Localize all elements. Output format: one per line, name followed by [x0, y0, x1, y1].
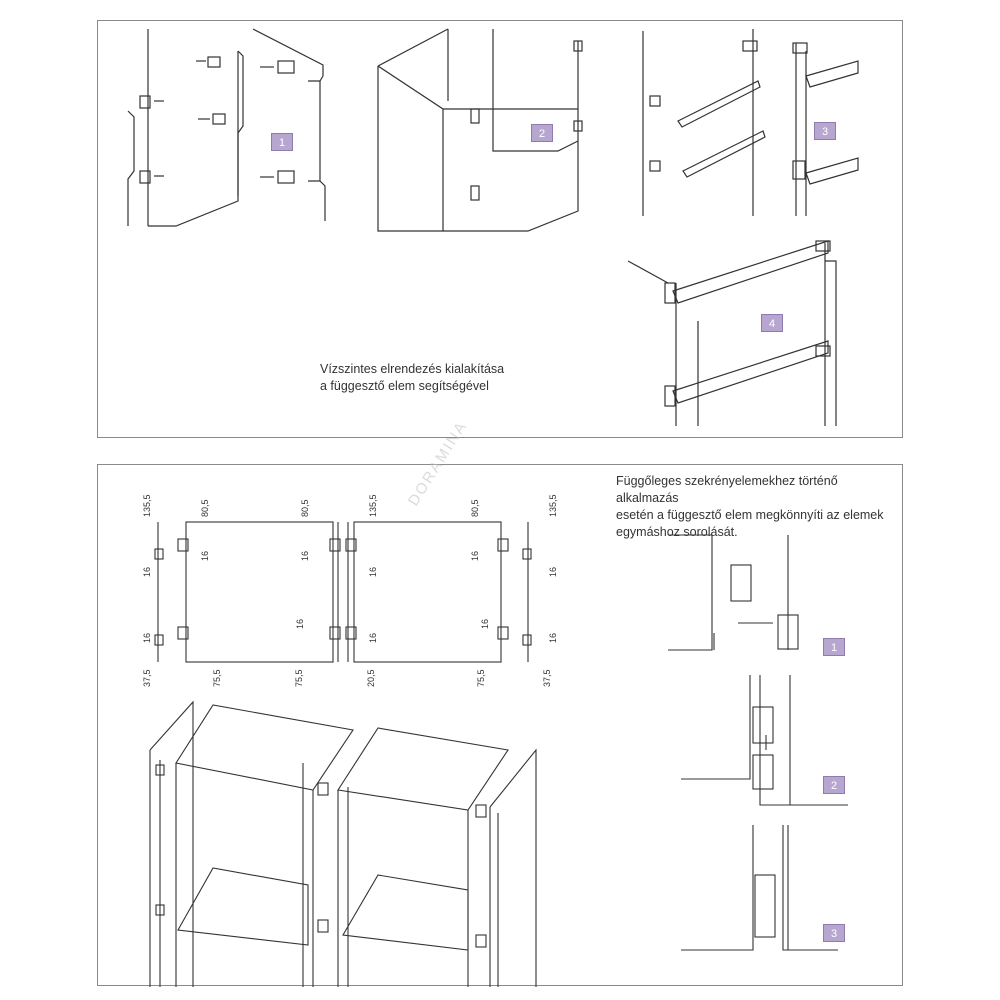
horizontal-caption: Vízszintes elrendezés kialakítása a függ… — [320, 361, 504, 395]
dim-label: 135,5 — [368, 494, 378, 517]
dim-label: 16 — [142, 567, 152, 577]
tall-cabinets-drawing — [149, 700, 537, 987]
dim-label: 75,5 — [476, 669, 486, 687]
step2-drawing — [377, 28, 583, 232]
dim-label: 16 — [470, 551, 480, 561]
horizontal-assembly-drawings — [127, 28, 859, 426]
note-line-1: Függőleges szekrényelemekhez történő alk… — [616, 474, 838, 505]
dim-label: 16 — [295, 619, 305, 629]
dim-label: 75,5 — [212, 669, 222, 687]
dim-label: 16 — [548, 567, 558, 577]
caption-line-1: Vízszintes elrendezés kialakítása — [320, 362, 505, 376]
vertical-step-badge-3: 3 — [823, 924, 845, 942]
dim-label: 16 — [142, 633, 152, 643]
dim-label: 20,5 — [366, 669, 376, 687]
dim-label: 135,5 — [142, 494, 152, 517]
dim-label: 16 — [368, 633, 378, 643]
vertical-step-badge-1: 1 — [823, 638, 845, 656]
vertical-note: Függőleges szekrényelemekhez történő alk… — [616, 473, 902, 541]
dimension-labels: 135,5 80,5 80,5 135,5 80,5 135,5 16 16 1… — [142, 494, 558, 687]
caption-line-2: a függesztő elem segítségével — [320, 379, 489, 393]
step3-drawing — [642, 29, 859, 216]
step1-drawing — [127, 28, 326, 227]
horizontal-assembly-panel: 1 2 3 4 Vízszintes elrendezés kialakítás… — [97, 20, 903, 438]
dimension-drawing — [154, 521, 532, 663]
step-badge-3: 3 — [814, 122, 836, 140]
dim-label: 16 — [300, 551, 310, 561]
dim-label: 16 — [480, 619, 490, 629]
vertical-assembly-panel: 135,5 80,5 80,5 135,5 80,5 135,5 16 16 1… — [97, 464, 903, 987]
vertical-steps-drawing — [668, 534, 848, 951]
dim-label: 75,5 — [294, 669, 304, 687]
dim-label: 37,5 — [142, 669, 152, 687]
dim-label: 80,5 — [470, 499, 480, 517]
dim-label: 80,5 — [200, 499, 210, 517]
dim-label: 16 — [548, 633, 558, 643]
step-badge-4: 4 — [761, 314, 783, 332]
note-line-2: esetén a függesztő elem megkönnyíti az e… — [616, 508, 884, 522]
vertical-assembly-drawings: 135,5 80,5 80,5 135,5 80,5 135,5 16 16 1… — [142, 494, 848, 987]
step-badge-1: 1 — [271, 133, 293, 151]
dim-label: 37,5 — [542, 669, 552, 687]
dim-label: 80,5 — [300, 499, 310, 517]
dim-label: 16 — [200, 551, 210, 561]
vertical-step-badge-2: 2 — [823, 776, 845, 794]
dim-label: 135,5 — [548, 494, 558, 517]
note-line-3: egymáshoz sorolását. — [616, 525, 738, 539]
step4-drawing — [627, 240, 837, 426]
dim-label: 16 — [368, 567, 378, 577]
step-badge-2: 2 — [531, 124, 553, 142]
